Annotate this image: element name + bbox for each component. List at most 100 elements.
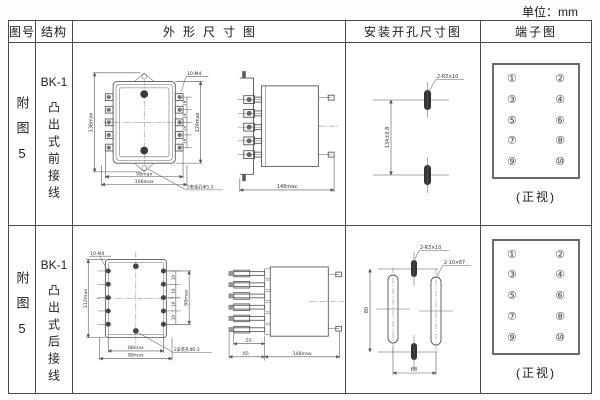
install-hole-drawing-row1: 134±0.8 2-R3×10 (373, 74, 464, 193)
dim-width-inner: 98max (136, 171, 152, 177)
front-view-drawing-row1: 136max 19 19 19 19 124max 10-M4 (89, 71, 224, 190)
dim-pitch: 19 (182, 100, 187, 106)
dim-width-overall: 106max (135, 179, 154, 185)
label-screws: 10-M4 (90, 250, 104, 256)
dim-depth: 148max (292, 350, 311, 356)
fig-no-text: 附图5 (14, 95, 30, 173)
label-slots-long: 2-10×87 (444, 260, 465, 266)
terminal-number: ③ (507, 269, 517, 282)
dim-pitch: 19 (171, 287, 176, 293)
terminal-column-left: ① ③ ⑤ ⑦ ⑨ (507, 74, 517, 168)
model-name: BK-1 (40, 258, 68, 272)
terminal-number: ① (507, 73, 517, 85)
dim-pitch: 19 (171, 301, 176, 307)
row2-outline-cell: 10-M4 112max 19 19 19 19 (73, 226, 346, 393)
label-mount-holes: 2安装孔Φ5.3 (187, 183, 213, 190)
header-terminal: 端子图 (481, 21, 591, 43)
row2-fig-no: 附图5 (9, 226, 36, 393)
row1-terminal-cell: ① ③ ⑤ ⑦ ⑨ ② ④ ⑥ ⑧ ⑩ (正视) (481, 43, 591, 226)
mount-studs-right (318, 94, 335, 158)
terminal-column-left: ① ③ ⑤ ⑦ ⑨ (507, 248, 517, 344)
terminal-number: ④ (555, 269, 565, 282)
label-slots-small: 2-R3×10 (420, 245, 441, 251)
row2-structure: BK-1 凸出式后接线 (36, 226, 73, 393)
terminal-diagram: ① ③ ⑤ ⑦ ⑨ ② ④ ⑥ ⑧ ⑩ (492, 63, 580, 179)
dim-install-height: 80 (364, 306, 370, 312)
relay-body (103, 72, 186, 173)
dim-height-body: 124max (195, 112, 201, 132)
structure-type: 凸出式前接线 (46, 101, 61, 203)
header-fig-no: 图号 (9, 21, 36, 43)
row1-outline-cell: 136max 19 19 19 19 124max 10-M4 (73, 43, 346, 226)
terminal-number: ④ (555, 93, 565, 106)
label-mount-holes: 2安装孔Φ5.3 (174, 345, 200, 352)
dim-pitch: 19 (182, 126, 187, 132)
terminal-caption: (正视) (516, 365, 556, 380)
side-view-drawing-row2: 55 65 148max (228, 266, 345, 361)
dim-width-overall: 88max (128, 352, 144, 358)
terminal-studs-left (237, 95, 262, 159)
terminal-number: ⑧ (555, 135, 565, 148)
mount-studs-right (328, 271, 342, 331)
terminal-column-right: ② ④ ⑥ ⑧ ⑩ (555, 74, 565, 168)
terminal-number: ⑩ (555, 331, 565, 344)
terminal-caption: (正视) (516, 190, 556, 204)
dim-depth: 148max (277, 184, 297, 190)
fig-no-text: 附图5 (14, 271, 30, 348)
terminal-number: ⑦ (507, 135, 517, 148)
label-screws: 10-M4 (187, 71, 202, 77)
dim-pitch: 19 (182, 113, 187, 119)
terminal-number: ① (507, 248, 517, 261)
header-structure: 结构 (36, 21, 73, 43)
terminal-number: ⑨ (507, 156, 517, 168)
side-view-drawing-row1: 148max (237, 71, 338, 192)
terminals-left (97, 267, 112, 327)
dimensions: 10-M4 112max 19 19 19 19 (83, 250, 213, 360)
terminal-column-right: ② ④ ⑥ ⑧ ⑩ (555, 248, 565, 344)
terminals-left (105, 93, 114, 152)
dimensions: 148max (238, 157, 335, 192)
dim-pin-depth: 55 (246, 337, 252, 343)
row1-fig-no: 附图5 (9, 43, 36, 226)
terminal-number: ⑥ (555, 290, 565, 302)
dim-install-height: 134±0.8 (385, 127, 391, 149)
dimensions: 136max 19 19 19 19 124max 10-M4 (89, 71, 224, 190)
rear-pins (228, 268, 271, 335)
terminal-number: ⑨ (507, 331, 517, 344)
terminal-number: ⑦ (507, 310, 517, 323)
header-install: 安装开孔尺寸图 (346, 21, 481, 43)
terminal-number: ② (555, 248, 565, 261)
relay-body-side (264, 266, 345, 337)
terminal-number: ⑤ (507, 114, 517, 127)
header-outline: 外形尺寸图 (73, 21, 346, 43)
row2-install-cell: 80 68 2-R3×10 2-10×87 (346, 226, 481, 393)
dim-pitch: 19 (182, 138, 187, 144)
unit-label: 单位：mm (522, 5, 578, 19)
label-slots: 2-R3×10 (437, 74, 458, 80)
install-hole-drawing-row2: 80 68 2-R3×10 2-10×87 (364, 245, 471, 375)
dim-height-terminals: 80max (184, 289, 190, 306)
terminal-number: ⑧ (555, 310, 565, 323)
terminal-diagram: ① ③ ⑤ ⑦ ⑨ ② ④ ⑥ ⑧ ⑩ (492, 238, 580, 355)
model-name: BK-1 (40, 75, 68, 89)
terminal-number: ② (555, 73, 565, 85)
row1-structure: BK-1 凸出式前接线 (36, 43, 73, 226)
row1-install-cell: 134±0.8 2-R3×10 (346, 43, 481, 226)
dim-pitch: 19 (171, 314, 176, 320)
terminal-number: ⑩ (555, 156, 565, 168)
spec-table: 图号 结构 外形尺寸图 安装开孔尺寸图 端子图 附图5 BK-1 凸出式前接线 (8, 20, 592, 394)
dim-width-inner: 68max (128, 345, 144, 351)
relay-body-side (239, 71, 338, 182)
row2-terminal-cell: ① ③ ⑤ ⑦ ⑨ ② ④ ⑥ ⑧ ⑩ (正视) (481, 226, 591, 393)
terminal-number: ③ (507, 93, 517, 106)
front-view-drawing-row2: 10-M4 112max 19 19 19 19 (83, 250, 213, 360)
dim-pitch: 19 (171, 274, 176, 280)
terminal-number: ⑥ (555, 114, 565, 127)
structure-type: 凸出式后接线 (46, 284, 61, 386)
dim-front-depth: 65 (243, 350, 249, 356)
dimensions: 55 65 148max (228, 331, 340, 361)
dim-height-overall: 112max (83, 288, 89, 308)
terminal-number: ⑤ (507, 290, 517, 302)
dim-install-width: 68 (411, 367, 417, 373)
